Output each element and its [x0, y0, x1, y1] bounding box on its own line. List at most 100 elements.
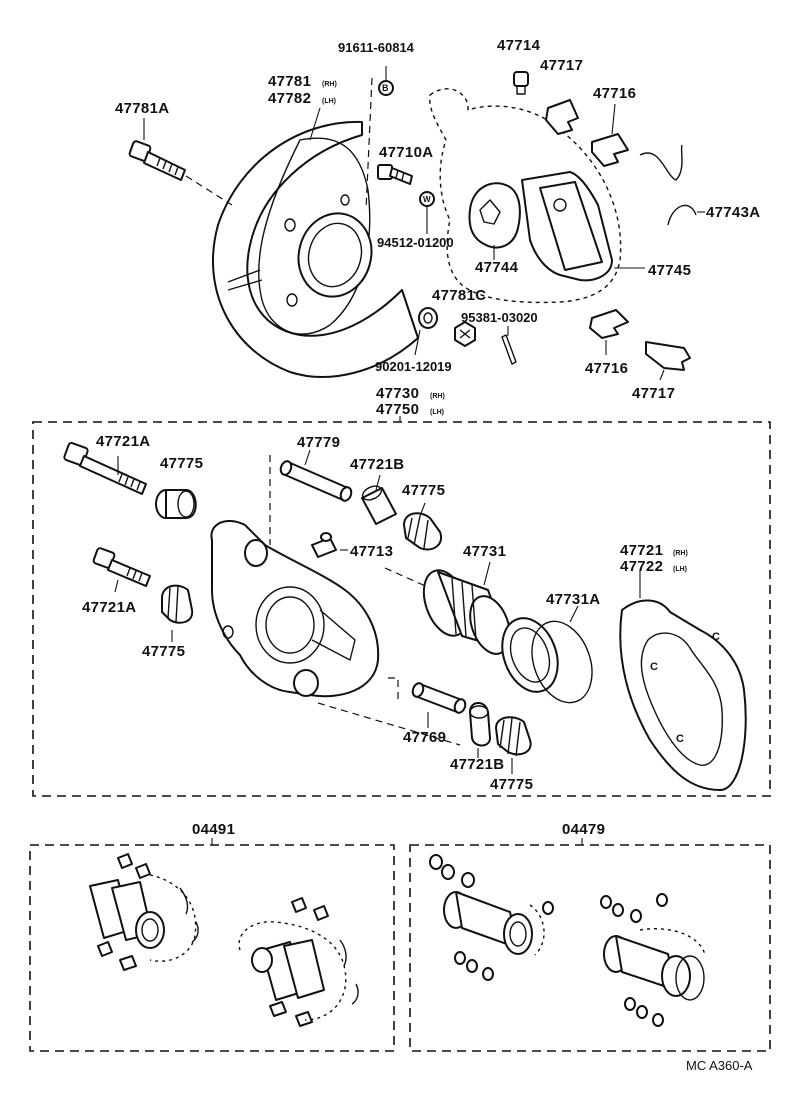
label-47782: 47782 — [268, 90, 311, 107]
bushing-47721b-2[interactable] — [469, 702, 491, 747]
leader-dash-91611 — [365, 77, 373, 211]
clip-47714[interactable] — [513, 71, 529, 95]
leader-47779 — [304, 449, 311, 466]
leader-47716-top — [611, 103, 616, 135]
bolt-47721a-lower[interactable] — [92, 547, 151, 587]
label-47781: 47781 — [268, 73, 311, 90]
plate-letter-c1: C — [650, 661, 658, 673]
cotter-pin-95381[interactable] — [501, 334, 517, 365]
label-47769: 47769 — [403, 729, 446, 746]
tag-47730-rh: (RH) — [430, 393, 445, 400]
dash-caliper-pin — [388, 677, 399, 700]
label-47775-1: 47775 — [160, 455, 203, 472]
label-kit-04479: 04479 — [562, 821, 605, 838]
label-47730: 47730 — [376, 385, 419, 402]
label-47731: 47731 — [463, 543, 506, 560]
anti-rattle-spring-47743a[interactable] — [639, 144, 697, 226]
label-47775-2: 47775 — [402, 482, 445, 499]
label-47721: 47721 — [620, 542, 663, 559]
pad-support-plate-47717-top[interactable] — [545, 99, 579, 135]
label-47714: 47714 — [497, 37, 541, 54]
boot-47775-2[interactable] — [403, 512, 443, 551]
anti-squeal-shim-47744[interactable] — [468, 182, 521, 249]
label-47775-4: 47775 — [490, 776, 533, 793]
dash-caliper-lower — [317, 702, 461, 746]
label-47743a: 47743A — [706, 204, 760, 221]
bushing-47721b-1[interactable] — [360, 483, 397, 525]
label-47721b-1: 47721B — [350, 456, 404, 473]
bolt-47721a-upper[interactable] — [63, 441, 147, 495]
pad-support-plate-47716-top[interactable] — [591, 133, 629, 167]
kit-04479-box — [409, 844, 771, 1052]
label-91611: 91611-60814 — [338, 40, 415, 55]
label-47716-top: 47716 — [593, 85, 636, 102]
label-47779: 47779 — [297, 434, 340, 451]
leader-47721b-1 — [375, 474, 381, 491]
tag-47781-rh: (RH) — [322, 81, 337, 88]
bolt-47710a[interactable] — [377, 164, 413, 185]
leader-47731 — [483, 561, 491, 586]
guide-pin-47779[interactable] — [279, 460, 353, 503]
label-47721b-2: 47721B — [450, 756, 504, 773]
label-47775-3: 47775 — [142, 643, 185, 660]
label-47781c: 47781C — [432, 287, 486, 304]
label-47717-bottom: 47717 — [632, 385, 675, 402]
leader-47731a — [569, 605, 579, 623]
nut-47781c[interactable] — [454, 321, 476, 347]
washer-94512[interactable]: W — [419, 191, 435, 207]
washer-90201[interactable] — [418, 307, 438, 329]
label-47722: 47722 — [620, 558, 663, 575]
leader-47721a-2 — [114, 579, 119, 593]
boot-47775-4[interactable] — [495, 716, 532, 757]
label-95381: 95381-03020 — [461, 310, 538, 325]
brake-pad-47745[interactable] — [521, 171, 613, 282]
caliper-assembly-box — [32, 421, 771, 797]
label-kit-04491: 04491 — [192, 821, 235, 838]
diagram-reference-code: MC A360-A — [686, 1058, 753, 1073]
label-47745: 47745 — [648, 262, 691, 279]
tag-47722-lh: (LH) — [673, 566, 687, 573]
tag-47750-lh: (LH) — [430, 409, 444, 416]
tag-47782-lh: (LH) — [322, 98, 336, 105]
label-90201: 90201-12019 — [375, 359, 452, 374]
kit-04479-parts[interactable] — [429, 854, 706, 1027]
boot-47775-1[interactable] — [155, 489, 197, 519]
washer-letter-w: W — [423, 195, 431, 204]
label-47716-bottom: 47716 — [585, 360, 628, 377]
label-47721a-1: 47721A — [96, 433, 150, 450]
caliper-body[interactable] — [210, 520, 380, 698]
pad-support-plate-47716-bottom[interactable] — [589, 309, 629, 339]
piston-47731[interactable] — [416, 564, 518, 659]
plate-letter-c2: C — [676, 733, 684, 745]
pad-support-plate-47717-bottom[interactable] — [645, 341, 691, 371]
caliper-bracket-outline — [429, 88, 622, 304]
tag-47721-rh: (RH) — [673, 550, 688, 557]
leader-47781 — [309, 107, 321, 141]
leader-47775-2 — [419, 502, 426, 517]
leader-90201 — [414, 329, 421, 356]
leader-dash-47781a — [185, 175, 233, 206]
label-47721a-2: 47721A — [82, 599, 136, 616]
label-47744: 47744 — [475, 259, 519, 276]
label-47750: 47750 — [376, 401, 419, 418]
guide-pin-47769[interactable] — [411, 682, 467, 715]
kit-04491-box — [29, 844, 395, 1052]
boot-47775-3[interactable] — [161, 584, 194, 624]
dust-shield[interactable] — [212, 120, 419, 378]
plate-letter-c3: C — [712, 631, 720, 643]
bolt-47781a[interactable] — [128, 140, 186, 181]
label-47713: 47713 — [350, 543, 393, 560]
seal-ring-47731a[interactable] — [493, 610, 603, 711]
bolt-letter-b: B — [382, 83, 389, 93]
bleeder-47713[interactable] — [311, 532, 337, 558]
shim-plate-47721[interactable]: C C C — [619, 599, 747, 791]
dash-caliper-piston — [384, 567, 431, 589]
leader-47717-bottom — [659, 369, 665, 381]
label-47710a: 47710A — [379, 144, 433, 161]
label-94512: 94512-01200 — [377, 235, 454, 250]
kit-04491-parts[interactable] — [89, 853, 359, 1027]
label-47731a: 47731A — [546, 591, 600, 608]
label-47717-top: 47717 — [540, 57, 583, 74]
bolt-91611[interactable]: B — [378, 80, 394, 96]
